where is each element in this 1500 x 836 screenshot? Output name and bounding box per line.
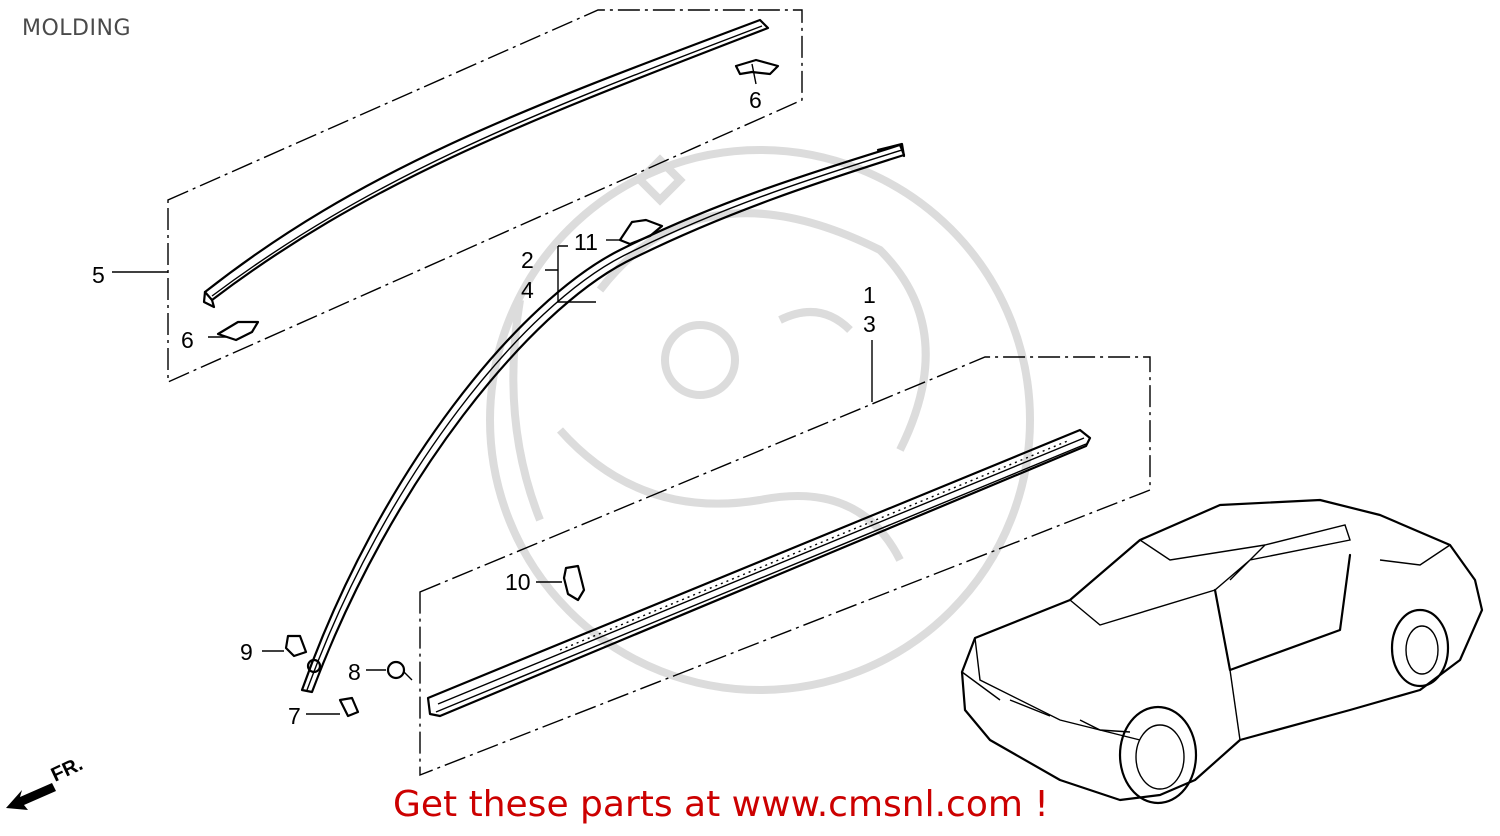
callout-6-top: 6 [749,87,762,113]
side-sill-molding-part-1-3 [426,428,1092,718]
callout-1: 1 [863,282,876,308]
front-direction-arrow-icon: FR. [6,753,86,810]
direction-label: FR. [48,753,86,787]
clip-10 [536,564,586,602]
promo-banner-link[interactable]: Get these parts at www.cmsnl.com ! [393,784,1049,825]
clip-8 [366,660,413,681]
clip-6-bottom [208,320,260,342]
watermark-logo [486,146,1034,694]
bracket-2-4 [545,245,596,303]
page-title: MOLDING [22,16,131,41]
car-illustration [960,498,1484,805]
callout-2: 2 [521,247,534,273]
upper-group-outline [167,9,803,384]
clip-9 [262,634,308,658]
callout-9: 9 [240,639,253,665]
clip-11 [606,218,664,246]
callout-8: 8 [348,659,361,685]
callout-11: 11 [574,229,598,255]
callout-6-bottom: 6 [181,327,194,353]
pillar-molding-part-2-4 [300,142,906,694]
lower-group-outline [419,356,1151,777]
callout-4: 4 [521,277,534,303]
clip-6-top [734,58,780,85]
grommet [306,658,322,674]
callout-7: 7 [288,703,301,729]
callout-3: 3 [863,311,876,337]
callout-5: 5 [92,262,105,288]
screw-7 [306,696,360,718]
roof-molding-part-5 [202,18,770,309]
callout-10: 10 [505,569,531,595]
